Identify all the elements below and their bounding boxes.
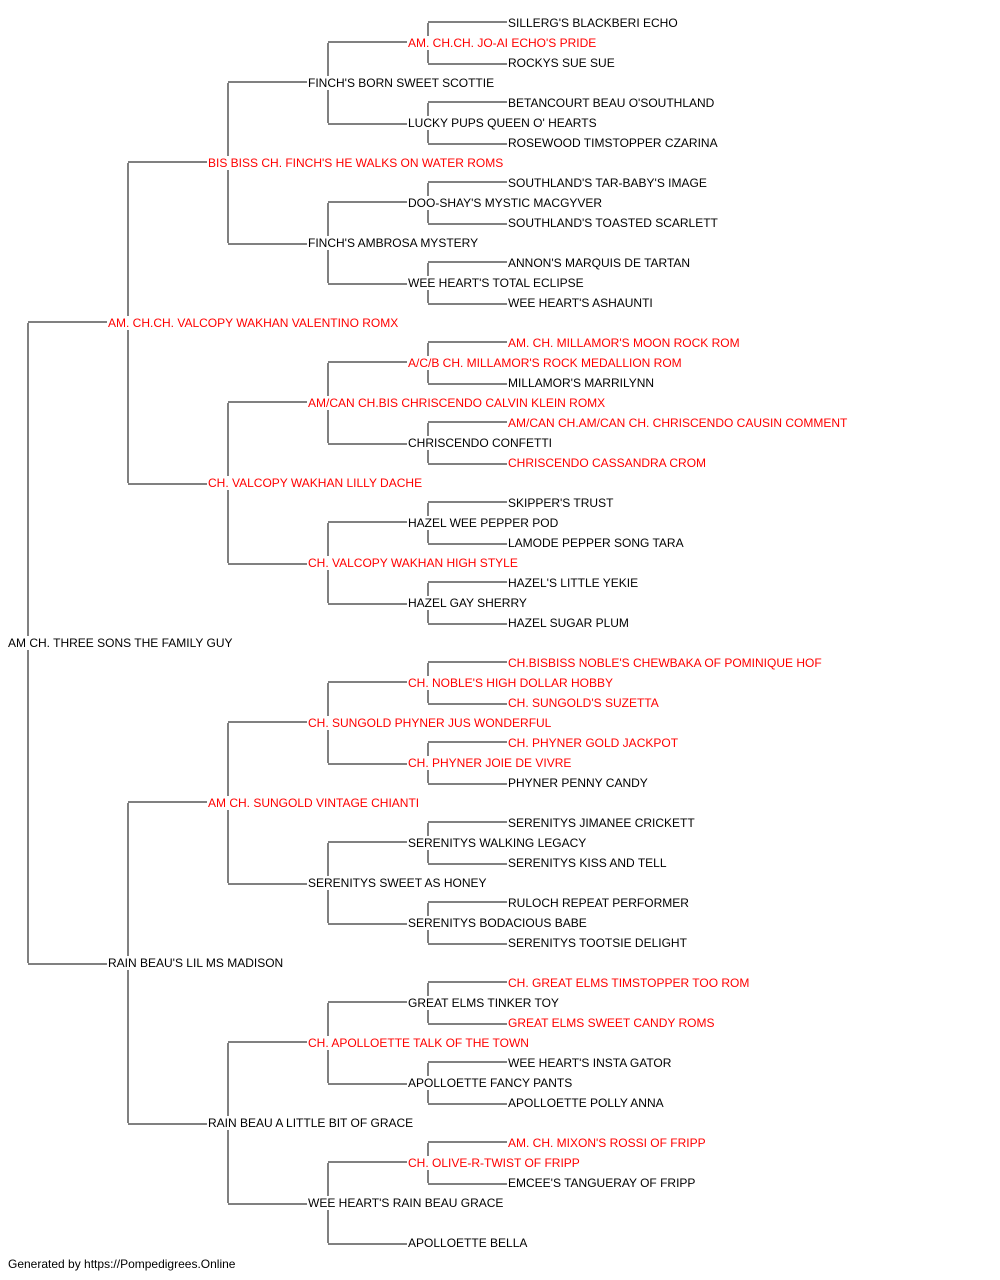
ancestor-name: CH. VALCOPY WAKHAN HIGH STYLE (307, 556, 519, 570)
ancestor-name: SERENITYS TOOTSIE DELIGHT (507, 936, 688, 950)
ancestor-name: AM. CH.CH. JO-AI ECHO'S PRIDE (407, 36, 598, 50)
ancestor-name: ROCKYS SUE SUE (507, 56, 616, 70)
ancestor-name: FINCH'S BORN SWEET SCOTTIE (307, 76, 496, 90)
ancestor-name: WEE HEART'S ASHAUNTI (507, 296, 654, 310)
ancestor-name: GREAT ELMS SWEET CANDY ROMS (507, 1016, 716, 1030)
ancestor-name: DOO-SHAY'S MYSTIC MACGYVER (407, 196, 604, 210)
ancestor-name: SOUTHLAND'S TAR-BABY'S IMAGE (507, 176, 708, 190)
ancestor-name: GREAT ELMS TINKER TOY (407, 996, 560, 1010)
ancestor-name: BETANCOURT BEAU O'SOUTHLAND (507, 96, 716, 110)
ancestor-name: ANNON'S MARQUIS DE TARTAN (507, 256, 692, 270)
ancestor-name: AM/CAN CH.AM/CAN CH. CHRISCENDO CAUSIN C… (507, 416, 849, 430)
ancestor-name: ROSEWOOD TIMSTOPPER CZARINA (507, 136, 719, 150)
ancestor-name: WEE HEART'S INSTA GATOR (507, 1056, 673, 1070)
ancestor-name: RAIN BEAU A LITTLE BIT OF GRACE (207, 1116, 415, 1130)
ancestor-name: AM CH. SUNGOLD VINTAGE CHIANTI (207, 796, 421, 810)
subject-dog-name: AM CH. THREE SONS THE FAMILY GUY (7, 636, 234, 650)
ancestor-name: APOLLOETTE FANCY PANTS (407, 1076, 574, 1090)
ancestor-name: AM/CAN CH.BIS CHRISCENDO CALVIN KLEIN RO… (307, 396, 607, 410)
ancestor-name: CH.BISBISS NOBLE'S CHEWBAKA OF POMINIQUE… (507, 656, 823, 670)
ancestor-name: APOLLOETTE POLLY ANNA (507, 1096, 665, 1110)
ancestor-name: CHRISCENDO CASSANDRA CROM (507, 456, 708, 470)
ancestor-name: SERENITYS BODACIOUS BABE (407, 916, 588, 930)
ancestor-name: CH. APOLLOETTE TALK OF THE TOWN (307, 1036, 530, 1050)
ancestor-name: HAZEL'S LITTLE YEKIE (507, 576, 640, 590)
ancestor-name: PHYNER PENNY CANDY (507, 776, 649, 790)
ancestor-name: WEE HEART'S RAIN BEAU GRACE (307, 1196, 505, 1210)
ancestor-name: SERENITYS JIMANEE CRICKETT (507, 816, 696, 830)
ancestor-name: AM. CH.CH. VALCOPY WAKHAN VALENTINO ROMX (107, 316, 400, 330)
ancestor-name: FINCH'S AMBROSA MYSTERY (307, 236, 480, 250)
ancestor-name: CH. VALCOPY WAKHAN LILLY DACHE (207, 476, 424, 490)
ancestor-name: A/C/B CH. MILLAMOR'S ROCK MEDALLION ROM (407, 356, 683, 370)
ancestor-name: SERENITYS KISS AND TELL (507, 856, 668, 870)
ancestor-name: APOLLOETTE BELLA (407, 1236, 529, 1250)
ancestor-name: WEE HEART'S TOTAL ECLIPSE (407, 276, 585, 290)
ancestor-name: CH. GREAT ELMS TIMSTOPPER TOO ROM (507, 976, 751, 990)
ancestor-name: CH. SUNGOLD PHYNER JUS WONDERFUL (307, 716, 553, 730)
ancestor-name: SILLERG'S BLACKBERI ECHO (507, 16, 679, 30)
ancestor-name: AM. CH. MILLAMOR'S MOON ROCK ROM (507, 336, 741, 350)
ancestor-name: CH. PHYNER JOIE DE VIVRE (407, 756, 573, 770)
ancestor-name: EMCEE'S TANGUERAY OF FRIPP (507, 1176, 697, 1190)
ancestor-name: CH. SUNGOLD'S SUZETTA (507, 696, 660, 710)
ancestor-name: LAMODE PEPPER SONG TARA (507, 536, 685, 550)
ancestor-name: RAIN BEAU'S LIL MS MADISON (107, 956, 285, 970)
ancestor-name: SERENITYS SWEET AS HONEY (307, 876, 488, 890)
ancestor-name: CH. OLIVE-R-TWIST OF FRIPP (407, 1156, 581, 1170)
ancestor-name: SERENITYS WALKING LEGACY (407, 836, 588, 850)
ancestor-name: HAZEL SUGAR PLUM (507, 616, 630, 630)
ancestor-name: CH. NOBLE'S HIGH DOLLAR HOBBY (407, 676, 615, 690)
ancestor-name: SKIPPER'S TRUST (507, 496, 615, 510)
ancestor-name: MILLAMOR'S MARRILYNN (507, 376, 656, 390)
ancestor-name: HAZEL GAY SHERRY (407, 596, 528, 610)
ancestor-name: BIS BISS CH. FINCH'S HE WALKS ON WATER R… (207, 156, 505, 170)
ancestor-name: AM. CH. MIXON'S ROSSI OF FRIPP (507, 1136, 707, 1150)
ancestor-name: HAZEL WEE PEPPER POD (407, 516, 560, 530)
ancestor-name: RULOCH REPEAT PERFORMER (507, 896, 690, 910)
ancestor-name: CH. PHYNER GOLD JACKPOT (507, 736, 680, 750)
generated-by-footer: Generated by https://Pompedigrees.Online (8, 1257, 236, 1271)
ancestor-name: LUCKY PUPS QUEEN O' HEARTS (407, 116, 598, 130)
ancestor-name: CHRISCENDO CONFETTI (407, 436, 553, 450)
ancestor-name: SOUTHLAND'S TOASTED SCARLETT (507, 216, 719, 230)
